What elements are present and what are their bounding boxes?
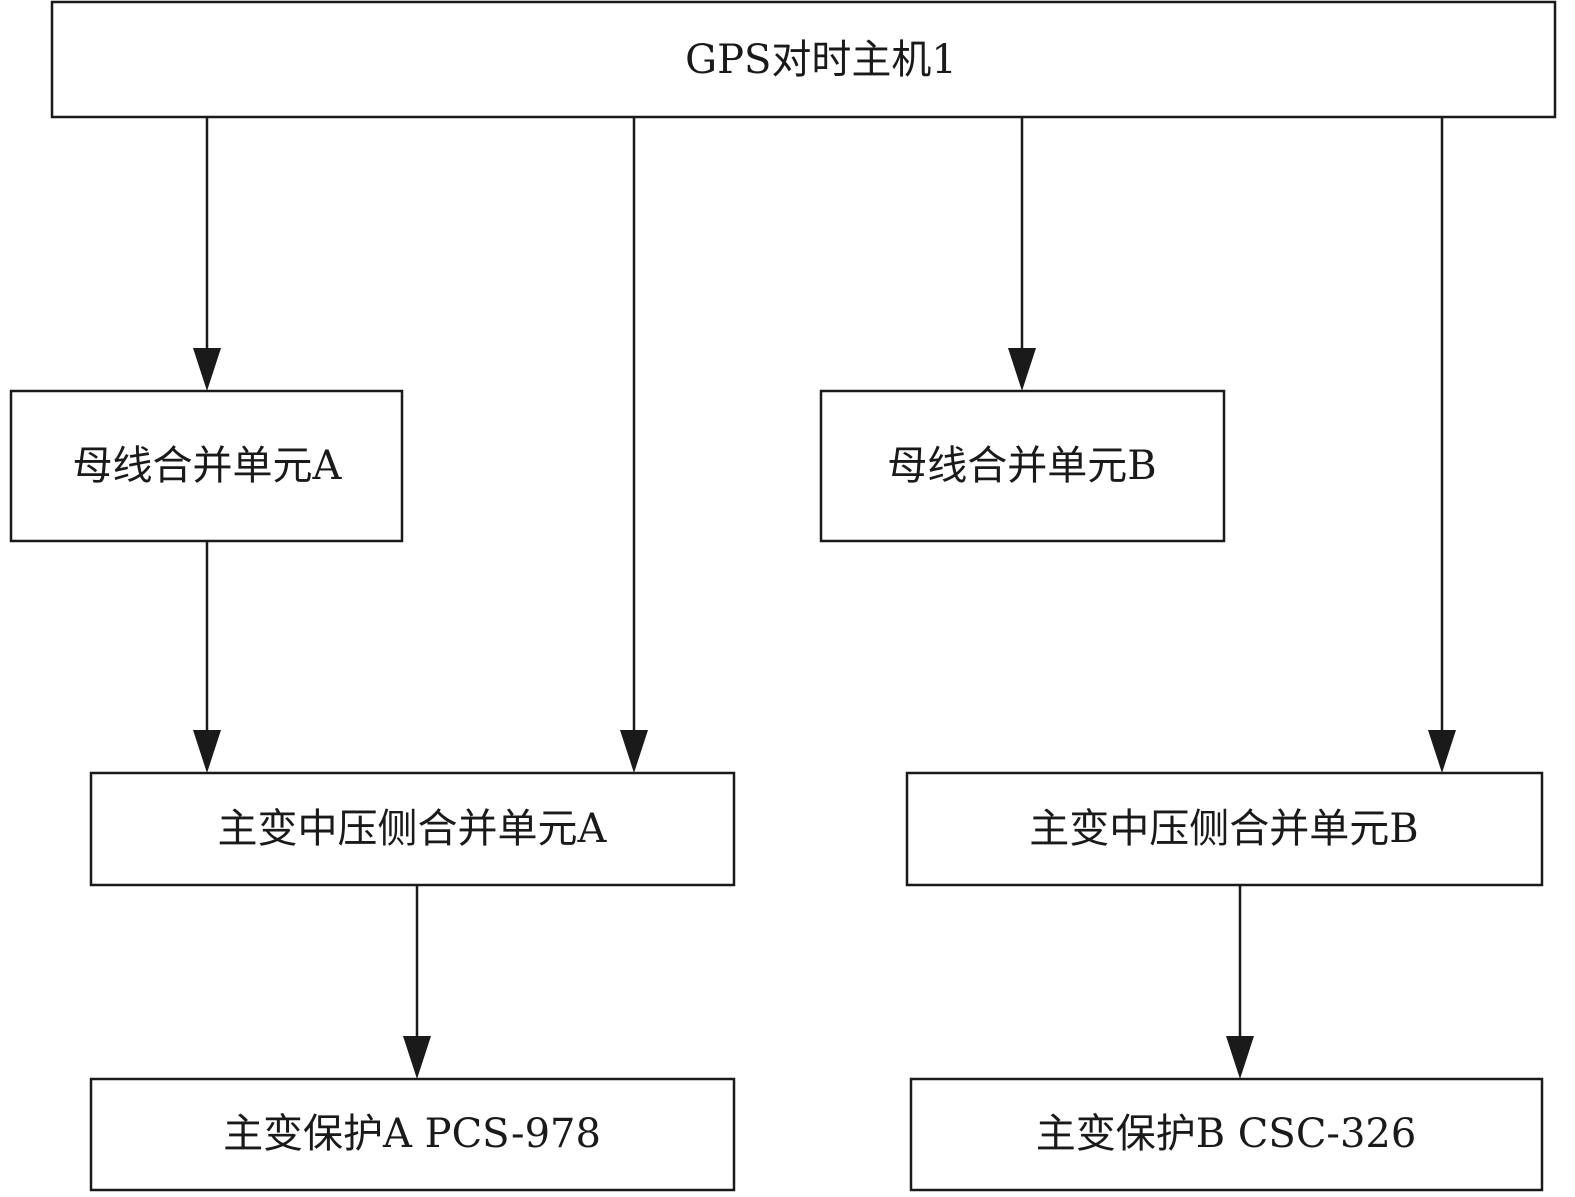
edge-gps-to-mv-b	[1428, 117, 1456, 773]
node-transformer-protection-b-label: 主变保护B CSC-326	[1036, 1111, 1417, 1157]
node-mv-merging-unit-b-label: 主变中压侧合并单元B	[1029, 806, 1418, 852]
arrow-head-icon	[403, 1036, 431, 1079]
node-transformer-protection-a-label: 主变保护A PCS-978	[223, 1111, 601, 1157]
arrow-head-icon	[1226, 1036, 1254, 1079]
arrow-head-icon	[1428, 730, 1456, 773]
node-mv-merging-unit-a-label: 主变中压侧合并单元A	[218, 806, 608, 852]
nodes: GPS对时主机1 母线合并单元A 母线合并单元B 主变中压侧合并单元A 主变中压…	[9, 0, 1557, 1192]
node-bus-merging-unit-b-label: 母线合并单元B	[887, 443, 1156, 489]
node-gps-host: GPS对时主机1	[50, 0, 1557, 119]
edge-gps-to-bus-b	[1008, 117, 1036, 391]
edge-bus-a-to-mv-a	[193, 541, 221, 773]
arrow-head-icon	[620, 730, 648, 773]
node-bus-merging-unit-a-label: 母线合并单元A	[73, 443, 343, 489]
node-bus-merging-unit-a: 母线合并单元A	[9, 389, 404, 543]
edge-mv-a-to-prot-a	[403, 885, 431, 1079]
node-gps-host-label: GPS对时主机1	[685, 37, 957, 83]
edges	[193, 117, 1456, 1079]
node-transformer-protection-b: 主变保护B CSC-326	[909, 1077, 1544, 1192]
edge-gps-to-bus-a	[193, 117, 221, 391]
node-transformer-protection-a: 主变保护A PCS-978	[89, 1077, 736, 1192]
arrow-head-icon	[193, 348, 221, 391]
edge-gps-to-mv-a	[620, 117, 648, 773]
node-mv-merging-unit-a: 主变中压侧合并单元A	[89, 771, 736, 887]
node-bus-merging-unit-b: 母线合并单元B	[819, 389, 1226, 543]
edge-mv-b-to-prot-b	[1226, 885, 1254, 1079]
node-mv-merging-unit-b: 主变中压侧合并单元B	[905, 771, 1544, 887]
arrow-head-icon	[193, 730, 221, 773]
arrow-head-icon	[1008, 348, 1036, 391]
